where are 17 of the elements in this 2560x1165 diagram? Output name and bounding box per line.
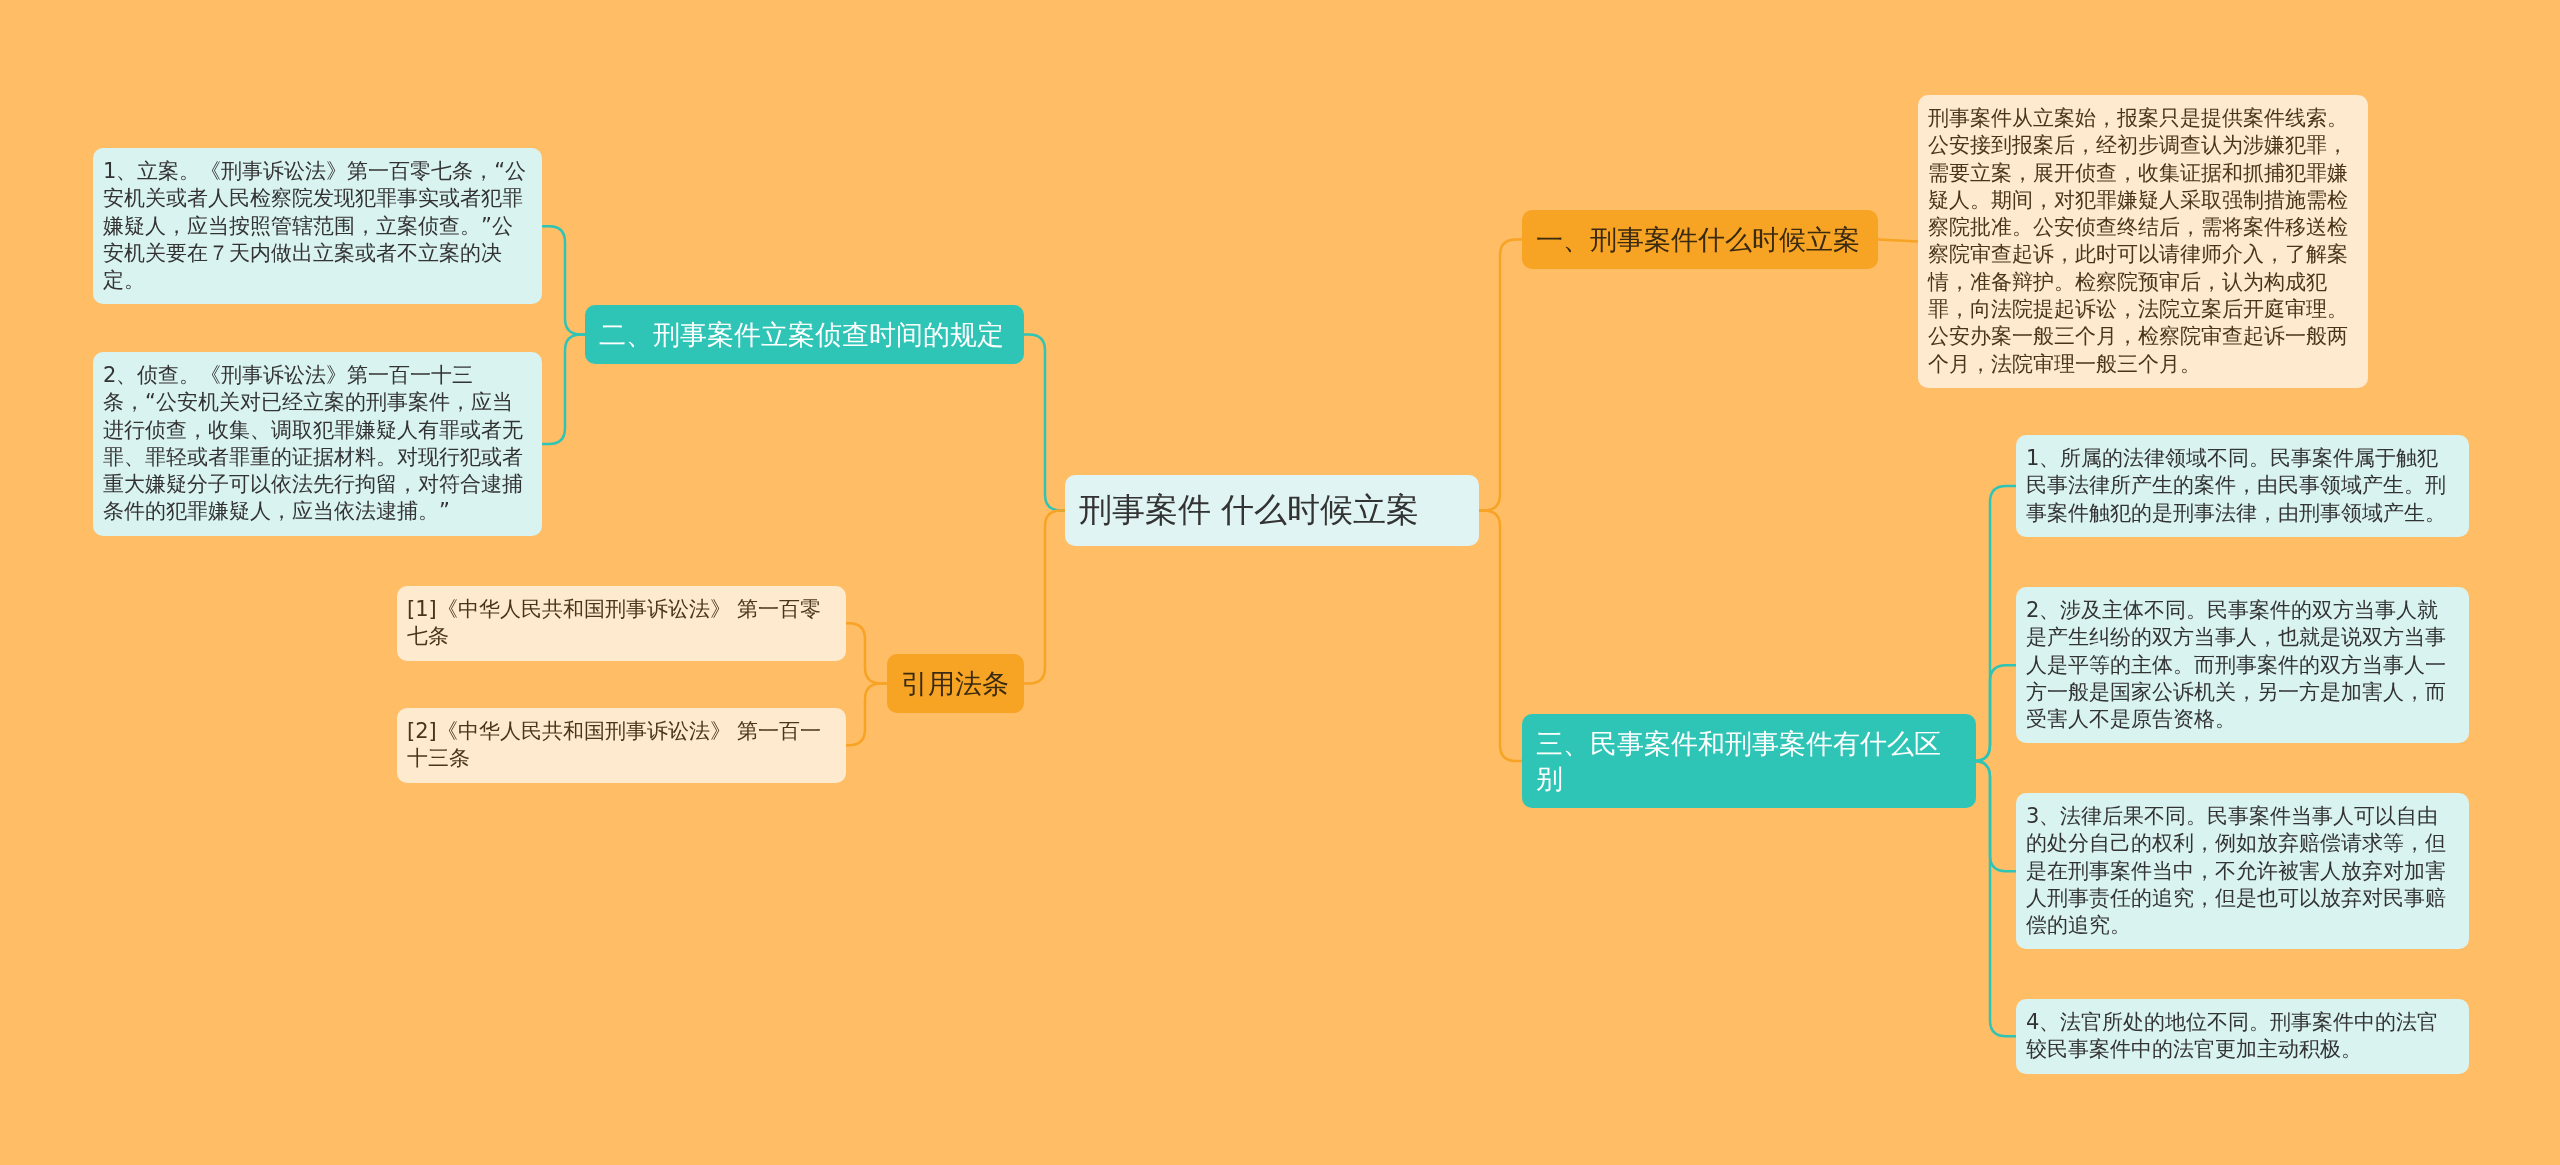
- connector-line: [542, 333, 585, 446]
- citation-box: [2]《中华人民共和国刑事诉讼法》 第一百一十三条: [397, 708, 846, 783]
- branch-topic-box: 三、民事案件和刑事案件有什么区别: [1522, 714, 1976, 809]
- branch-topic-box: 二、刑事案件立案侦查时间的规定: [585, 305, 1024, 365]
- note-box: 1、所属的法律领域不同。民事案件属于触犯民事法律所产生的案件，由民事领域产生。刑事案件触犯的是刑事法律，由刑事领域产生。: [2016, 435, 2469, 537]
- connector-line: [846, 682, 887, 747]
- note-box: 1、立案。《刑事诉讼法》第一百零七条，“公安机关或者人民检察院发现犯罪事实或者犯罪嫌疑人，应当按照管辖范围，立案侦查。”公安机关要在７天内做出立案或者不立案的决定。: [93, 148, 542, 305]
- note-box: 4、法官所处的地位不同。刑事案件中的法官较民事案件中的法官更加主动积极。: [2016, 999, 2469, 1074]
- note-box: 2、侦查。《刑事诉讼法》第一百一十三条，“公安机关对已经立案的刑事案件，应当进行侦查，收集、调取犯罪嫌疑人有罪或者无罪、罪轻或者罪重的证据材料。对现行犯或者重大嫌疑分子可以依法先行拘留，对符合逮捕条件的犯罪嫌疑人，应当依法逮捕。”: [93, 352, 542, 536]
- branch-topic-box: 引用法条: [887, 654, 1024, 714]
- citation-box: [1]《中华人民共和国刑事诉讼法》 第一百零七条: [397, 586, 846, 661]
- note-box: 3、法律后果不同。民事案件当事人可以自由的处分自己的权利，例如放弃赔偿请求等，但是在刑事案件当中，不允许被害人放弃对加害人刑事责任的追究，但是也可以放弃对民事赔偿的追究。: [2016, 793, 2469, 950]
- note-box: 刑事案件从立案始，报案只是提供案件线索。公安接到报案后，经初步调查认为涉嫌犯罪，需要立案，展开侦查，收集证据和抓捕犯罪嫌疑人。期间，对犯罪嫌疑人采取强制措施需检察院批准。公安侦查终结后，需将案件移送检察院审查起诉，此时可以请律师介入，了解案情，准备辩护。检察院预审后，认为构成犯罪，向法院提起诉讼，法院立案后开庭审理。公安办案一般三个月，检察院审查起诉一般两个月，法院审理一般三个月。: [1918, 95, 2368, 388]
- branch-topic-box: 一、刑事案件什么时候立案: [1522, 210, 1878, 270]
- note-box: 2、涉及主体不同。民事案件的双方当事人就是产生纠纷的双方当事人，也就是说双方当事人是平等的主体。而刑事案件的双方当事人一方一般是国家公诉机关，另一方是加害人，而受害人不是原告资格。: [2016, 587, 2469, 744]
- central-topic-box: 刑事案件 什么时候立案: [1065, 475, 1479, 546]
- connector-line: [1877, 238, 1919, 243]
